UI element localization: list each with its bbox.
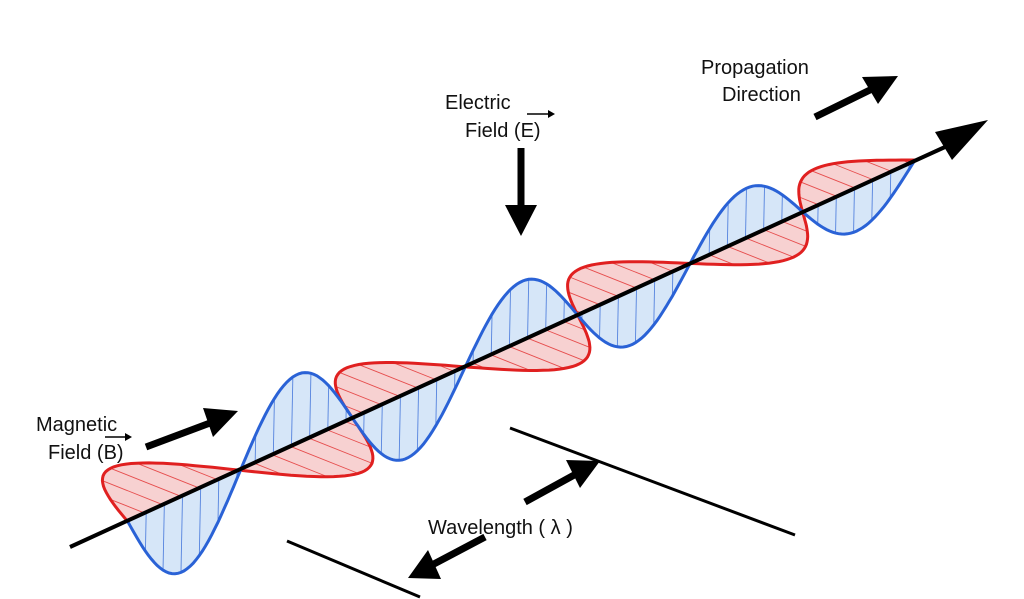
- magnetic-hatch-line: [358, 364, 419, 389]
- magnetic-hatch-line: [745, 237, 794, 258]
- electric-hatch-line: [254, 434, 257, 464]
- electric-hatch-line: [508, 289, 511, 347]
- magnetic-hatch-line: [273, 454, 328, 478]
- magnetic-hatch-line: [568, 291, 601, 306]
- propagation-axis-arrowhead: [935, 120, 988, 160]
- electric-vector-arrow-icon: [527, 110, 555, 118]
- magnetic-hatch-line: [611, 262, 655, 281]
- magnetic-hatch-line: [545, 329, 591, 348]
- electric-hatch-line: [217, 480, 220, 523]
- electric-hatch-line: [616, 296, 619, 347]
- electric-field-wave: [126, 159, 917, 576]
- electric-hatch-line: [327, 385, 330, 431]
- electric-hatch-line: [745, 188, 747, 238]
- magnetic-hatch-line: [832, 163, 873, 180]
- electric-hatch-line: [180, 496, 183, 573]
- wavelength-label: Wavelength ( λ ): [428, 517, 573, 539]
- magnetic-hatch-line: [763, 229, 806, 247]
- magnetic-hatch-line: [781, 220, 808, 232]
- electric-hatch-line: [398, 396, 401, 461]
- electric-hatch-line: [309, 373, 312, 439]
- magnetic-hatch-line: [527, 337, 585, 362]
- wavelength-arrow-down: [408, 533, 487, 579]
- propagation-arrow: [813, 76, 898, 121]
- electric-hatch-line: [416, 388, 420, 451]
- electric-hatch-line: [871, 179, 874, 221]
- magnetic-hatch-line: [800, 181, 837, 197]
- propagation-axis: [69, 145, 946, 549]
- magnetic-hatch-line: [136, 462, 201, 490]
- electric-hatch-line: [889, 171, 892, 199]
- magnetic-hatch-line: [811, 170, 855, 189]
- electric-hatch-line: [490, 314, 493, 355]
- magnetic-hatch-line: [491, 354, 531, 371]
- electric-hatch-line: [380, 405, 383, 454]
- electric-field-arrow: [505, 148, 537, 236]
- electric-label-line2: Field (E): [465, 120, 541, 142]
- magnetic-hatch-line: [110, 498, 147, 515]
- wavelength-bracket-right: [509, 426, 796, 537]
- propagation-label-line1: Propagation: [701, 57, 809, 79]
- electric-field-curve: [126, 159, 917, 576]
- electric-hatch-line: [435, 379, 438, 426]
- electric-hatch-line: [708, 228, 711, 255]
- propagation-label-line2: Direction: [722, 84, 801, 106]
- wavelength-arrow-up: [523, 460, 600, 506]
- electric-hatch-line: [291, 377, 294, 447]
- electric-hatch-line: [527, 279, 530, 339]
- magnetic-hatch-line: [727, 245, 770, 264]
- magnetic-hatch-line: [563, 321, 586, 331]
- electric-hatch-line: [835, 196, 837, 234]
- magnetic-hatch-line: [309, 438, 373, 464]
- electric-field-hatching: [144, 162, 910, 573]
- electric-hatch-line: [272, 398, 275, 456]
- magnetic-hatch-line: [509, 346, 565, 369]
- magnetic-label-line1: Magnetic: [36, 414, 117, 436]
- magnetic-hatch-line: [339, 372, 401, 398]
- magnetic-hatch-line: [569, 276, 619, 297]
- electric-hatch-line: [599, 304, 601, 338]
- magnetic-hatch-line: [291, 446, 359, 474]
- magnetic-hatch-line: [335, 386, 383, 406]
- electric-hatch-line: [653, 279, 656, 325]
- magnetic-hatch-line: [178, 463, 219, 481]
- wavelength-bracket-left: [286, 539, 421, 599]
- electric-hatch-line: [763, 186, 765, 230]
- magnetic-field-curve: [100, 158, 915, 523]
- magnetic-hatch-line: [709, 254, 735, 266]
- magnetic-vector-arrow-icon: [105, 433, 132, 441]
- magnetic-hatch-line: [392, 362, 437, 381]
- magnetic-hatch-line: [102, 480, 165, 506]
- electric-hatch-line: [545, 283, 548, 330]
- magnetic-hatch-line: [583, 266, 637, 289]
- electric-hatch-line: [781, 194, 783, 222]
- electric-hatch-line: [726, 202, 729, 247]
- magnetic-hatch-line: [327, 429, 371, 448]
- electric-hatch-line: [144, 513, 147, 552]
- electric-hatch-line: [853, 187, 855, 233]
- magnetic-hatch-line: [798, 196, 819, 205]
- electric-hatch-line: [198, 488, 202, 556]
- magnetic-hatch-line: [110, 467, 183, 498]
- magnetic-label-line2: Field (B): [48, 442, 124, 464]
- electric-label-line1: Electric: [445, 92, 511, 114]
- electric-hatch-line: [162, 505, 165, 571]
- electric-hatch-line: [634, 288, 637, 343]
- magnetic-field-arrow: [144, 408, 238, 451]
- magnetic-hatch-line: [864, 160, 891, 172]
